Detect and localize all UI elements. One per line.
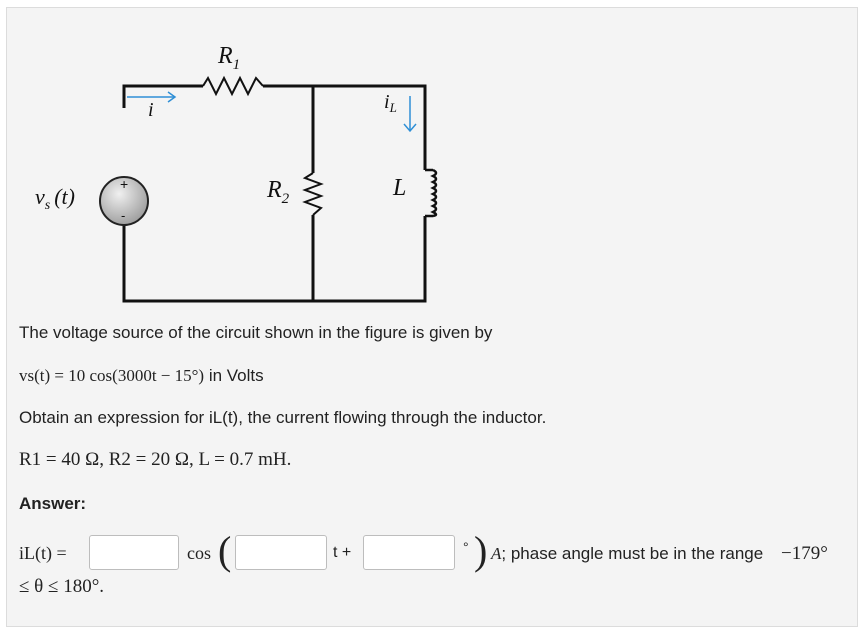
ampere-unit: A [491,544,502,563]
current-arrow-il [403,96,417,133]
phase-input[interactable] [363,535,455,570]
cos-text: cos [187,543,211,563]
intro-text: The voltage source of the circuit shown … [19,323,493,342]
answer-label: Answer: [19,494,87,513]
unit-text: A; phase angle must be in the range [491,544,763,564]
source-formula: vs(t) = 10 cos(3000t − 15°) [19,366,205,385]
resistor-r1 [202,75,264,97]
circuit-wires [122,84,427,303]
il-lhs: iL(t) = [19,543,67,563]
answer-row: iL(t) = cos ( t + ° ) A; phase angle mus… [19,531,859,598]
close-paren: ) [474,528,488,573]
amplitude-input[interactable] [89,535,179,570]
r2-label: R2 [266,177,290,207]
resistor-r2 [302,172,324,216]
vs-label: vs(t) [35,184,75,213]
range-start: −179° [781,543,828,564]
question-panel: + - R1 R2 L i iL vs(t) The voltage sourc… [6,7,858,627]
source-minus-sign: - [121,208,125,223]
task-text: Obtain an expression for iL(t), the curr… [19,408,547,427]
inductor-coil [425,168,438,218]
il-label: iL [384,91,397,115]
t-plus-text: t + [333,544,352,561]
l-label: L [392,175,406,201]
i-label: i [148,99,154,121]
circuit-parameters: R1 = 40 Ω, R2 = 20 Ω, L = 0.7 mH. [19,449,292,470]
range-description: ; phase angle must be in the range [501,544,764,563]
r1-label: R1 [217,43,240,73]
circuit-diagram: + - R1 R2 L i iL vs(t) [35,43,438,303]
source-expression: vs(t) = 10 cos(3000t − 15°) in Volts [19,365,264,387]
range-end: ≤ θ ≤ 180°. [19,576,105,597]
source-units: in Volts [204,366,264,385]
source-plus-sign: + [120,176,128,192]
voltage-source [99,176,149,226]
omega-input[interactable] [235,535,327,570]
degree-symbol: ° [463,539,469,555]
current-arrow-i [127,91,177,103]
open-paren: ( [218,528,232,573]
